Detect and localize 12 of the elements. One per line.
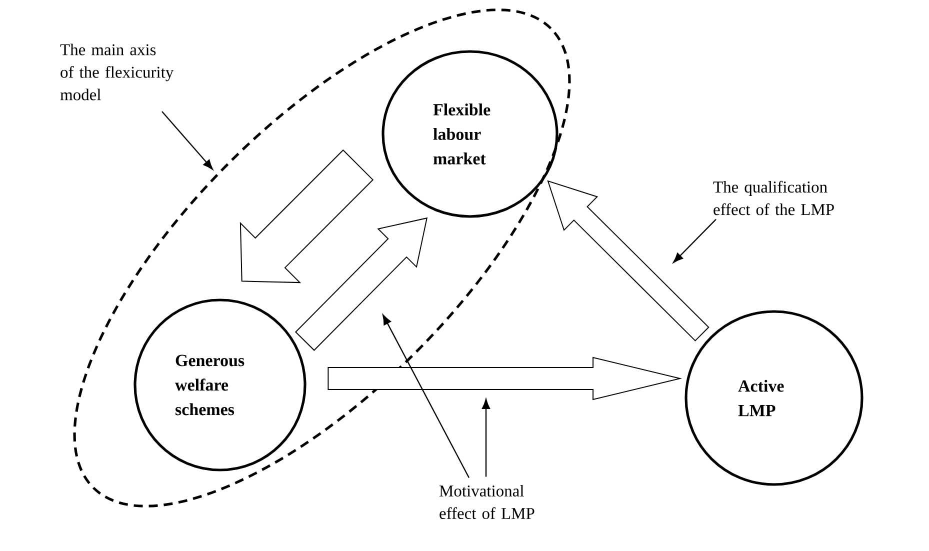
circle-node: Active LMP — [684, 310, 864, 486]
block-arrow — [328, 356, 682, 400]
annotation-text: The qualification effect of the LMP — [713, 180, 834, 216]
leader-arrow — [673, 218, 716, 263]
annotation-text: The main axis of the flexicurity model — [60, 44, 174, 100]
circle-node: Flexible labour market — [382, 50, 558, 218]
block-arrow — [547, 180, 710, 342]
leader-arrow — [482, 398, 490, 477]
leader-arrow — [382, 314, 470, 478]
annotation-text: Motivational effect of LMP — [439, 484, 534, 520]
circle-node: Generous welfare schemes — [134, 298, 306, 472]
leader-arrow — [162, 111, 213, 170]
